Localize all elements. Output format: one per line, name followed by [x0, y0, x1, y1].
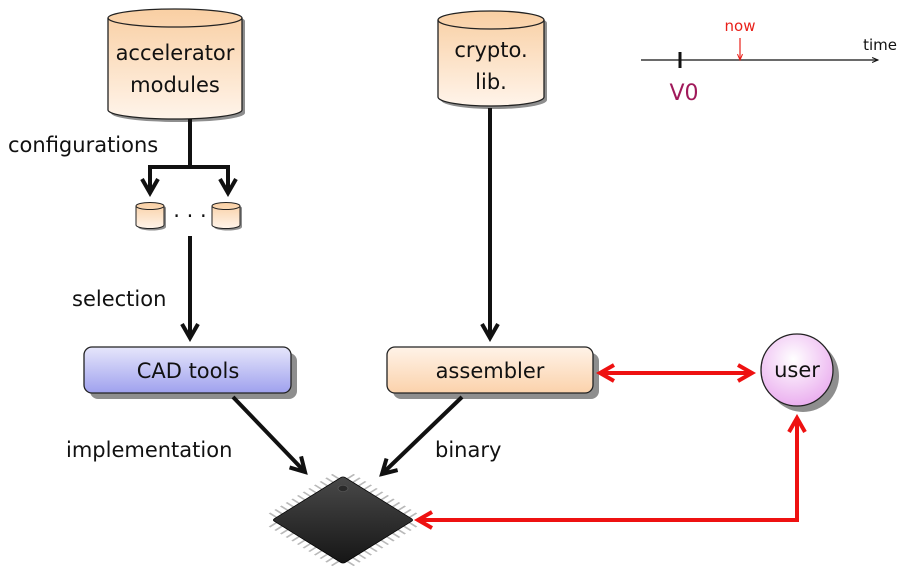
crypto-lib-database: crypto. lib. — [437, 10, 547, 109]
selection-label: selection — [72, 287, 166, 311]
timeline: now time V0 — [641, 17, 897, 106]
accelerator-modules-database: accelerator modules — [107, 8, 245, 122]
v0-label: V0 — [669, 81, 698, 106]
binary-label: binary — [435, 438, 501, 462]
chip-user-link — [413, 413, 807, 530]
time-label: time — [863, 36, 897, 54]
crypto-label-line1: crypto. — [454, 38, 527, 62]
accelerator-label-line2: modules — [130, 73, 220, 97]
configurations-label: configurations — [8, 133, 158, 157]
now-label: now — [725, 17, 756, 35]
crypto-label-line2: lib. — [475, 70, 507, 94]
implementation-label: implementation — [66, 438, 232, 462]
binary-arrow — [379, 395, 464, 477]
assembler-box: assembler — [386, 346, 599, 399]
config-cylinder-left — [135, 202, 166, 231]
cad-tools-box: CAD tools — [83, 346, 297, 399]
config-cylinder-right — [211, 202, 243, 231]
chip-icon — [268, 473, 418, 567]
configurations-branch — [140, 119, 238, 198]
accelerator-label-line1: accelerator — [116, 41, 235, 65]
user-node: user — [760, 333, 839, 412]
cad-tools-label: CAD tools — [137, 359, 240, 383]
config-ellipsis: · · · — [173, 204, 206, 228]
user-label: user — [774, 358, 820, 382]
implementation-arrow — [231, 395, 308, 475]
assembler-label: assembler — [436, 359, 545, 383]
